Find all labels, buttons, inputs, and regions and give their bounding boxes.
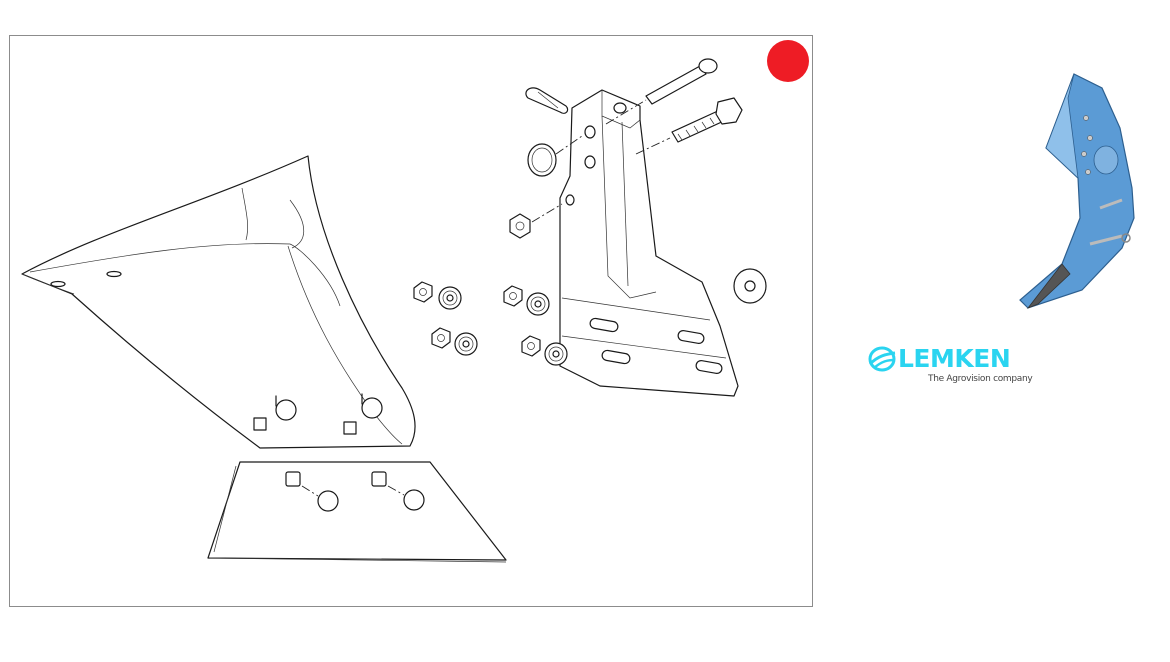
- exploded-diagram: [21, 58, 767, 563]
- spring-ring: [527, 135, 583, 177]
- hex-bolt: [635, 97, 743, 155]
- lock-washer: [438, 286, 462, 310]
- brand-tagline: The Agrovision company: [928, 374, 1033, 384]
- hex-nut: [521, 335, 541, 357]
- frog-bracket: [559, 89, 739, 397]
- shear-pin: [605, 58, 718, 125]
- lock-clip: [525, 87, 569, 114]
- hex-nut: [431, 327, 451, 349]
- exploded-diagram-frame: [9, 35, 813, 607]
- share-bolt-left: [285, 471, 339, 512]
- bracket-hex-nut: [509, 203, 563, 239]
- lock-washer: [454, 332, 478, 356]
- nut-washer-group: [413, 281, 568, 366]
- hex-nut: [503, 285, 523, 307]
- lemken-emblem-icon: [868, 346, 896, 372]
- mouldboard-body: [21, 155, 416, 449]
- carriage-bolt-right: [343, 393, 383, 435]
- lemken-logo: LEMKEN The Agrovision company: [868, 344, 1048, 392]
- lock-washer: [544, 342, 568, 366]
- red-marker-dot: [767, 40, 809, 82]
- share-blade: [207, 461, 507, 563]
- carriage-bolt-left: [253, 395, 297, 431]
- flat-washer: [733, 268, 767, 304]
- brand-name: LEMKEN: [898, 344, 1011, 373]
- hex-nut: [413, 281, 433, 303]
- lock-washer: [526, 292, 550, 316]
- product-render-image: [1019, 73, 1135, 309]
- share-bolt-right: [371, 471, 425, 511]
